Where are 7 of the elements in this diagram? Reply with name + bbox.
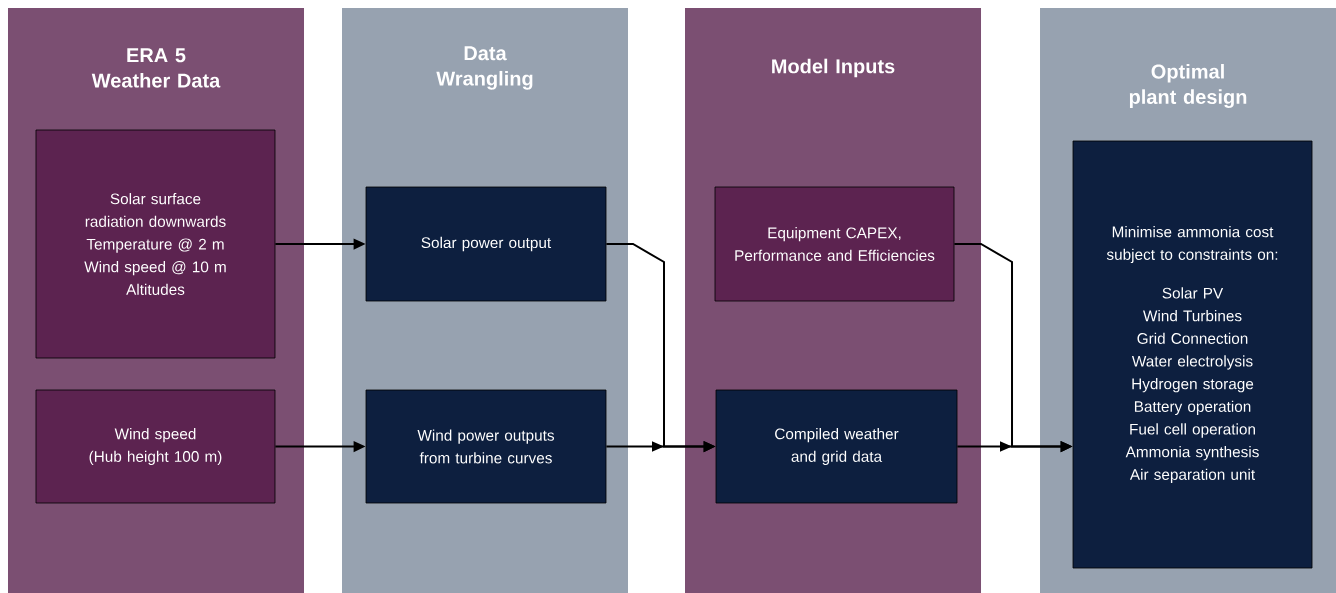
process-box: Solar power output: [365, 186, 607, 302]
process-box: Minimise ammonia cost subject to constraints on: Solar PV Wind Turbines Grid Connection Water electrolysis Hydrogen storage Battery operation Fuel cell operation Ammonia synthesis Air separation unit: [1072, 140, 1313, 569]
process-box: Solar surface radiation downwards Temperature @ 2 m Wind speed @ 10 m Altitudes: [35, 129, 276, 359]
process-box: Wind speed (Hub height 100 m): [35, 389, 276, 504]
process-box: Compiled weather and grid data: [715, 389, 958, 504]
process-box: Wind power outputs from turbine curves: [365, 389, 607, 504]
process-box: Equipment CAPEX, Performance and Efficiencies: [714, 186, 955, 302]
